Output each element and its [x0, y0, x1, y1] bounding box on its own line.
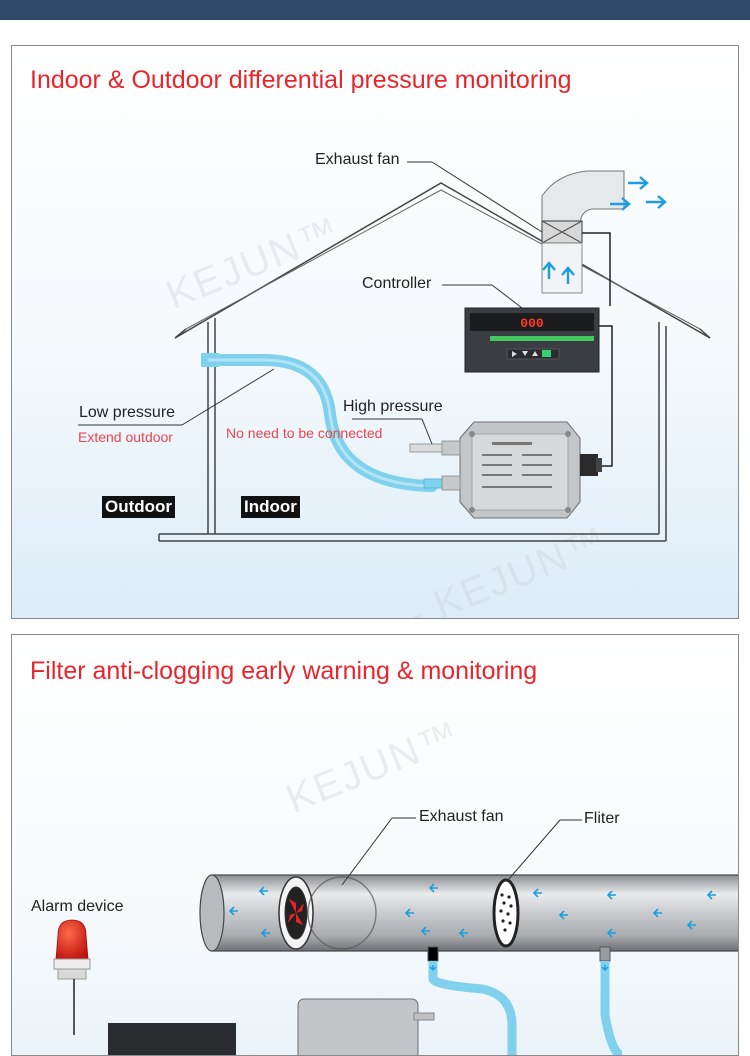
pressure-tube-1 [428, 961, 517, 1055]
roof-inner [185, 189, 701, 330]
exhaust-fan-label: Exhaust fan [419, 808, 504, 825]
exhaust-duct [541, 170, 625, 227]
header-bar [0, 0, 750, 20]
section-title: Indoor & Outdoor differential pressure m… [30, 66, 572, 94]
house-diagram: 000 [78, 161, 711, 542]
pressure-tube [202, 354, 438, 492]
sensor-wire [597, 325, 613, 467]
controller-display: 000 [520, 316, 544, 331]
extend-outdoor-label: Extend outdoor [78, 429, 173, 445]
low-pressure-label: Low pressure [79, 404, 176, 421]
pressure-sensor [409, 421, 602, 519]
no-need-connected-label: No need to be connected [226, 425, 383, 441]
outdoor-tag: Outdoor [102, 496, 176, 518]
filter-monitoring-panel: KEJUN™ [11, 634, 739, 1056]
airflow-arrows [542, 176, 667, 284]
section-title: Filter anti-clogging early warning & mon… [30, 657, 538, 685]
alarm-device-label: Alarm device [31, 898, 124, 915]
filter-label: Fliter [584, 810, 620, 827]
alarm-device [53, 919, 91, 980]
roof-outer [174, 182, 711, 339]
duct-diagram [53, 817, 738, 1055]
fan-wire [582, 232, 611, 306]
indoor-outdoor-panel: KEJUN™ - KEJUN™ [11, 45, 739, 619]
exhaust-fan-label: Exhaust fan [315, 151, 400, 168]
controller-label: Controller [362, 275, 432, 292]
indoor-tag: Indoor [241, 496, 300, 518]
controller-device [108, 1023, 236, 1055]
filter-element [492, 878, 520, 948]
high-pressure-label: High pressure [343, 398, 443, 415]
airflow-arrows [228, 883, 716, 938]
pressure-tube-2 [600, 961, 624, 1055]
pressure-sensor [297, 998, 419, 1055]
